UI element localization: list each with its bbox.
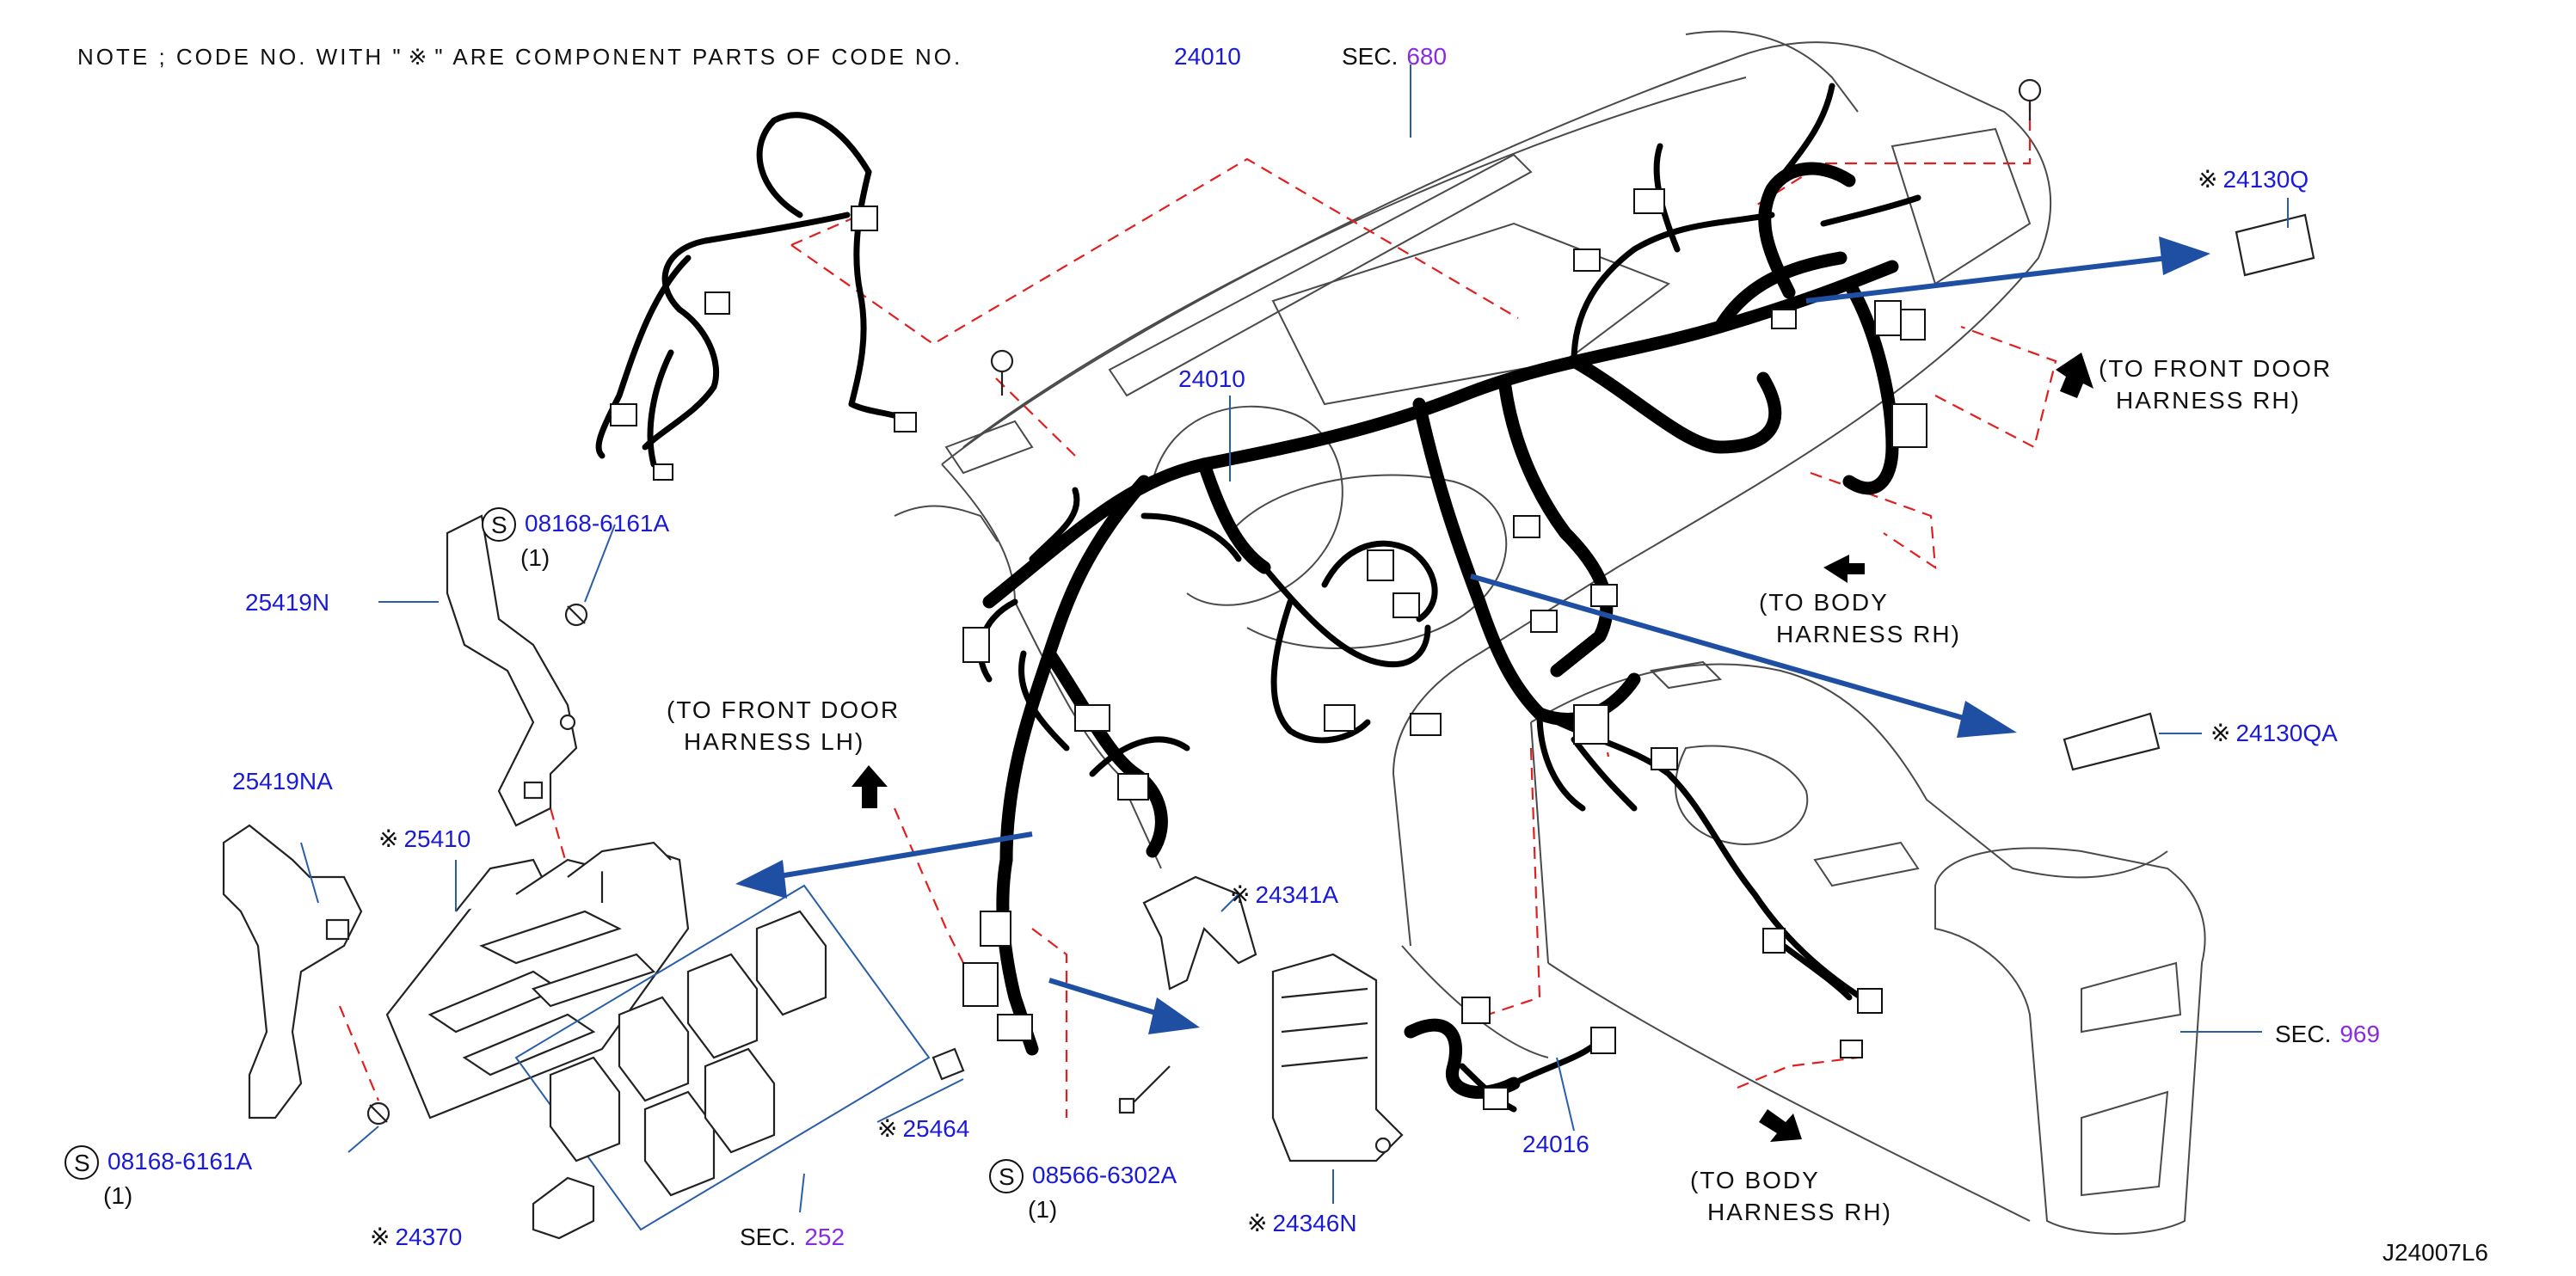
svg-text:S: S <box>491 512 507 538</box>
label-25419N[interactable]: 25419N <box>245 589 329 616</box>
note-prefix: NOTE ; CODE NO. WITH " <box>77 44 403 70</box>
dest-front-door-rh-line1: (TO FRONT DOOR <box>2099 355 2332 382</box>
header-note: NOTE ; CODE NO. WITH "※" ARE COMPONENT P… <box>77 44 962 70</box>
label-25419NA[interactable]: 25419NA <box>232 768 333 794</box>
screws <box>366 78 2042 1126</box>
small-parts <box>532 1047 965 1240</box>
label-24130QA[interactable]: ※24130QA <box>2210 720 2338 746</box>
label-sec-969[interactable]: SEC.969 <box>2275 1021 2380 1047</box>
dest-front-door-rh-line2: HARNESS RH) <box>2116 387 2301 414</box>
label-sec-252[interactable]: SEC.252 <box>740 1224 845 1250</box>
svg-text:NOTE ; CODE NO. WITH "※" ARE C: NOTE ; CODE NO. WITH "※" ARE COMPONENT P… <box>77 44 962 70</box>
dest-body-rh-lower-line1: (TO BODY <box>1690 1167 1820 1193</box>
dest-front-door-lh-line2: HARNESS LH) <box>684 728 864 755</box>
svg-text:(1): (1) <box>1028 1196 1057 1223</box>
label-sec-680[interactable]: SEC.680 <box>1342 43 1447 70</box>
label-25410[interactable]: ※25410 <box>378 825 470 852</box>
label-24130Q[interactable]: ※24130Q <box>2198 166 2309 193</box>
sub-harness-top-left <box>595 112 917 481</box>
dashboard-body-outline <box>894 30 2206 1235</box>
bracket-25419N <box>446 514 578 827</box>
diagram-id: J24007L6 <box>2382 1239 2488 1266</box>
label-24016[interactable]: 24016 <box>1522 1131 1589 1157</box>
part-labels: 24010 SEC.680 24010 ※24130Q ※24130QA S 0… <box>65 43 2380 1250</box>
label-25464[interactable]: ※25464 <box>877 1115 969 1142</box>
bracket-25419NA <box>222 824 363 1120</box>
svg-text:08168-6161A: 08168-6161A <box>525 510 669 537</box>
dest-body-rh-upper-line2: HARNESS RH) <box>1776 621 1961 647</box>
modules-24130Q-24130QA <box>2063 213 2315 771</box>
note-symbol: ※ <box>409 44 430 70</box>
svg-text:(1): (1) <box>103 1182 132 1209</box>
svg-text:S: S <box>999 1163 1015 1190</box>
label-bolt-top[interactable]: S 08168-6161A (1) <box>482 507 669 571</box>
module-24346N <box>1271 953 1404 1163</box>
black-arrows <box>851 353 2093 1142</box>
relay-group-sec-252 <box>514 884 931 1231</box>
fuse-block-25410 <box>385 841 690 1120</box>
label-bolt-bottom[interactable]: S 08168-6161A (1) <box>65 1145 252 1209</box>
label-24341A[interactable]: ※24341A <box>1230 881 1338 908</box>
dest-body-rh-lower-line2: HARNESS RH) <box>1707 1199 1892 1225</box>
label-24010-center[interactable]: 24010 <box>1178 365 1245 392</box>
label-24010-top[interactable]: 24010 <box>1174 43 1241 70</box>
label-bolt-mid[interactable]: S 08566-6302A (1) <box>989 1159 1177 1223</box>
svg-text:S: S <box>74 1150 90 1176</box>
main-harness-24010 <box>962 83 1927 1058</box>
destination-notes: (TO FRONT DOOR HARNESS RH) (TO BODY HARN… <box>667 355 2332 1225</box>
label-24346N[interactable]: ※24346N <box>1247 1210 1357 1236</box>
svg-text:08168-6161A: 08168-6161A <box>108 1148 252 1175</box>
svg-text:(1): (1) <box>520 544 550 571</box>
note-suffix: " ARE COMPONENT PARTS OF CODE NO. <box>434 44 962 70</box>
dest-front-door-lh-line1: (TO FRONT DOOR <box>667 696 900 723</box>
dest-body-rh-upper-line1: (TO BODY <box>1759 589 1889 616</box>
svg-text:08566-6302A: 08566-6302A <box>1032 1162 1177 1188</box>
label-24370[interactable]: ※24370 <box>370 1224 462 1250</box>
direction-arrows <box>735 236 2210 1034</box>
leader-lines <box>300 64 2289 1213</box>
sub-harness-24016 <box>1404 997 1616 1113</box>
